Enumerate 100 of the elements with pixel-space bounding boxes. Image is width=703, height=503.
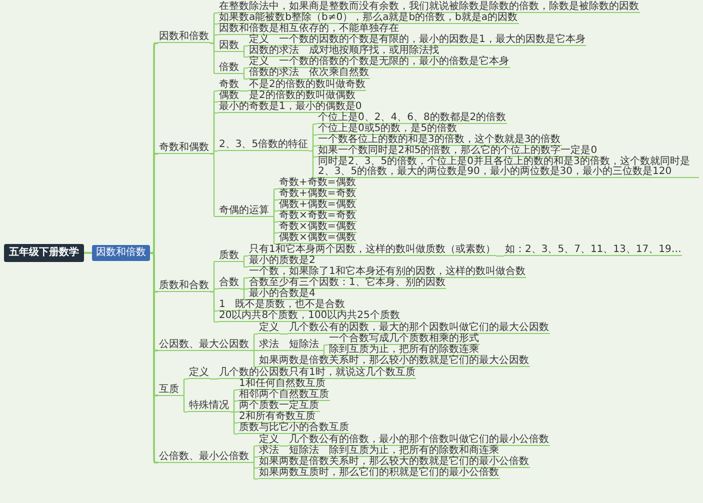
connector-line (280, 333, 288, 335)
topic-label: 2和所有奇数互质 (238, 412, 316, 423)
connector-line (230, 411, 238, 435)
topic-label: 如果两数是倍数关系时，那么较大的数就是它们的最小公倍数 (258, 457, 530, 468)
connector-line (210, 378, 218, 380)
topic-label: 最小的合数是4 (248, 289, 316, 300)
topic-label: 定义 (258, 323, 280, 334)
topic-label: 几个数公有的倍数，最小的那个倍数叫做它们的最小公倍数 (288, 435, 550, 446)
connector-line (300, 78, 308, 80)
topic-label: 最小的质数是2 (248, 256, 316, 267)
topic-label: 求法 (258, 446, 280, 457)
topic-label: 因数 (218, 40, 240, 52)
topic-label: 在整数除法中，如果商是整数而没有余数，我们就说被除数是除数的倍数，除数是被除数的因数 (218, 2, 640, 13)
topic-label: 奇偶的运算 (218, 206, 270, 216)
topic-label: 除到互质为止，把所有的除数和商连乘 (328, 446, 500, 457)
connector-line (309, 150, 317, 179)
topic-label: 成对地按顺序找，或用除法找 (308, 46, 440, 57)
topic-label: 两个质数一定互质 (238, 401, 320, 412)
topic-label: 依次乘自然数 (308, 68, 370, 79)
connector-line (270, 45, 278, 47)
topic-label: 如果数a能被数b整除（b≠0），那么a就是b的倍数，b就是a的因数 (218, 13, 519, 24)
topic-label: 奇数×奇数=奇数 (278, 211, 357, 222)
topic-label: 一个数，如果除了1和它本身还有别的因数，这样的数叫做合数 (248, 267, 526, 278)
topic-label: 如果一个数同时是2和5的倍数，那么它的个位上的数字一定是0 (317, 146, 598, 157)
connector-line (240, 101, 248, 103)
topic-label: 只有1和它本身两个因数，这样的数叫做质数（或素数） (248, 245, 496, 256)
topic-label: 一个数的因数的个数是有限的，最小的因数是1，最大的因数是它本身 (278, 35, 586, 46)
connector-line (250, 462, 258, 480)
topic-label: 偶数+偶数=偶数 (278, 200, 357, 211)
topic-label: 公倍数、最小公倍数 (158, 452, 250, 462)
connector-line (226, 310, 234, 312)
connector-line (150, 252, 158, 464)
topic-label: 互质 (158, 384, 180, 396)
topic-label: 偶数×偶数=偶数 (278, 233, 357, 244)
topic-label: 20以内共8个质数，100以内共25个质数 (218, 311, 401, 322)
connector-line (180, 394, 188, 413)
topic-label: 一个数的倍数的个数是无限的，最小的倍数是它本身 (278, 57, 510, 68)
topic-label: 短除法 (288, 340, 320, 350)
topic-label: 质数和合数 (158, 280, 210, 292)
topic-label: 倍数的求法 (248, 68, 300, 79)
topic-label: 个位上是0或5的数，是5的倍数 (317, 124, 458, 135)
topic-label: 1和任何自然数互质 (238, 379, 326, 390)
topic-label: 质数与比它小的合数互质 (238, 423, 350, 434)
topic-label: 奇数 (218, 80, 240, 91)
topic-label: 几个数的公因数只有1时，就说这几个数互质 (218, 368, 416, 379)
topic-label: 一个合数写成几个质数相乘的形式 (328, 334, 480, 345)
main-topic-box: 因数和倍数 (92, 244, 150, 261)
topic-label: 同时是2、3、5的倍数，个位上是0并且各位上的数的和是3的倍数，这个数就同时是2、3、5的倍数，最大的两位数是90，最小的两位数是30，最小的三位数是120 (317, 157, 699, 178)
topic-label: 定义 (258, 435, 280, 446)
connector-line (210, 291, 218, 323)
topic-label: 特殊情况 (188, 401, 230, 412)
connector-line (210, 153, 218, 218)
topic-label: 公因数、最大公因数 (158, 340, 250, 350)
connector-line (496, 255, 504, 257)
topic-label: 如果两数是倍数关系时，那么较小的数就是它们的最大公因数 (258, 356, 530, 367)
connector-line (84, 252, 92, 254)
topic-label: 个位上是0、2、4、6、8的数都是2的倍数 (317, 113, 508, 124)
topic-label: 相邻两个自然数互质 (238, 390, 330, 401)
connector-line (320, 456, 328, 458)
topic-label: 奇数+偶数=奇数 (278, 189, 357, 200)
connector-line (240, 260, 248, 268)
connector-line (270, 216, 278, 245)
topic-label: 因数的求法 (248, 46, 300, 57)
topic-label: 短除法 (288, 446, 320, 457)
connector-line (280, 350, 288, 352)
topic-label: 求法 (258, 340, 280, 350)
topic-label: 定义 (248, 35, 270, 46)
connector-line (240, 288, 248, 301)
topic-label: 2、3、5倍数的特征 (218, 140, 310, 151)
topic-label: 定义 (188, 368, 210, 379)
topic-label: 如果两数互质时，那么它们的积就是它们的最小公倍数 (258, 468, 500, 479)
connector-line (300, 56, 308, 58)
topic-label: 定义 (248, 57, 270, 68)
topic-label: 奇数和偶数 (158, 142, 210, 154)
topic-label: 1 (218, 300, 226, 311)
topic-label: 因数和倍数是相互依存的，不能单独存在 (218, 24, 400, 35)
topic-label: 奇数+奇数=偶数 (278, 178, 357, 189)
topic-label: 偶数 (218, 91, 240, 102)
connector-line (240, 90, 248, 92)
topic-label: 除到互质为止，把所有的除数连乘 (328, 345, 480, 356)
topic-label: 倍数 (218, 62, 240, 74)
connector-line (280, 445, 288, 447)
topic-label: 既不是质数，也不是合数 (234, 300, 346, 311)
topic-label: 质数 (218, 250, 240, 262)
connector-line (240, 72, 248, 80)
connector-line (240, 50, 248, 58)
topic-label: 是2的倍数的数叫做偶数 (248, 91, 356, 102)
connector-line (320, 350, 328, 357)
topic-label: 因数和倍数 (158, 32, 210, 44)
topic-label: 最小的奇数是1，最小的偶数是0 (218, 102, 363, 113)
connector-line (270, 67, 278, 69)
connector-line (210, 42, 218, 74)
root-topic-box: 五年级下册数学 (4, 244, 84, 262)
topic-label: 奇数×偶数=偶数 (278, 222, 357, 233)
topic-label: 如：2、3、5、7、11、13、17、19… (504, 245, 682, 256)
topic-label: 合数 (218, 278, 240, 289)
connector-line (250, 350, 258, 368)
topic-label: 不是2的倍数的数叫做奇数 (248, 80, 366, 91)
topic-label: 几个数公有的因数，最大的那个因数叫做它们的最大公因数 (288, 323, 550, 334)
topic-label: 一个数各位上的数的和是3的倍数，这个数就是3的倍数 (317, 135, 562, 146)
